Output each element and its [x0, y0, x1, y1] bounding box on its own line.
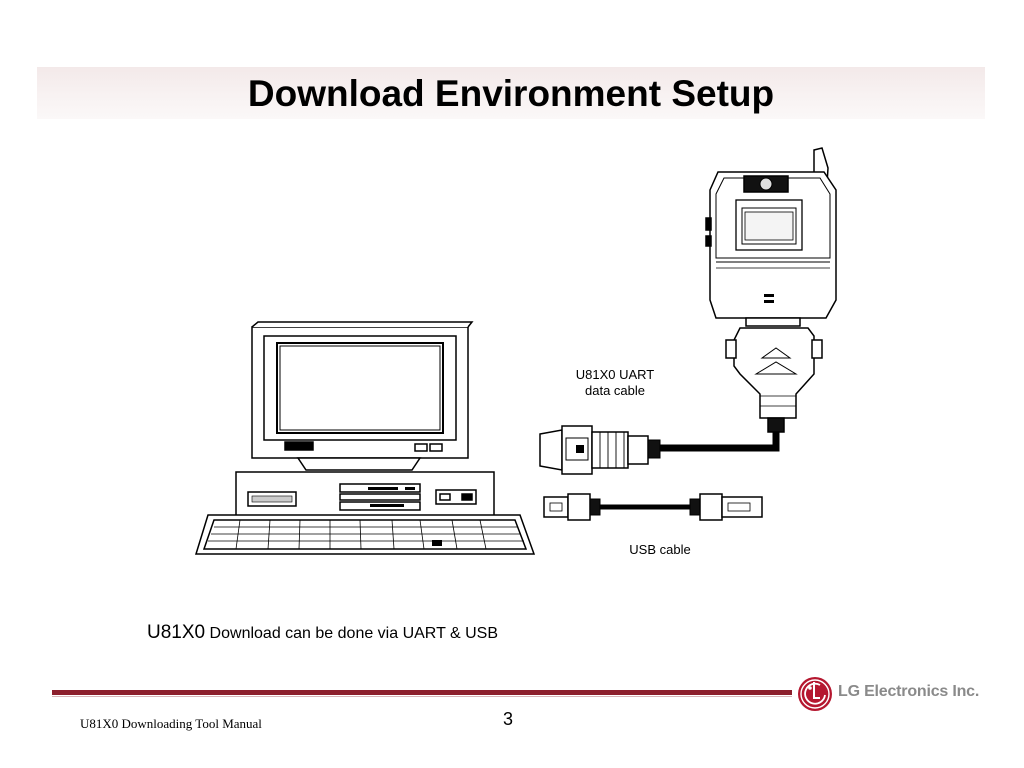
usb-cable-label: USB cable [629, 542, 691, 557]
caption-model: U81X0 [147, 622, 206, 643]
uart-cable-label: U81X0 UART data cable [560, 367, 670, 399]
lg-logo: LG Electronics Inc. [796, 674, 1006, 714]
page-number: 3 [503, 709, 514, 729]
footer-doc-title: U81X0 Downloading Tool Manual [80, 716, 262, 731]
slide-title: Download Environment Setup [247, 73, 775, 114]
lg-logo-text: LG Electronics Inc. [838, 683, 980, 700]
caption-text: Download can be done via UART & USB [205, 625, 499, 642]
computer-illustration [194, 321, 536, 555]
footer-rule [52, 690, 792, 695]
title-band: Download Environment Setup [37, 67, 985, 119]
slide-caption: U81X0 Download can be done via UART & US… [147, 622, 498, 644]
uart-label-line1: U81X0 UART [575, 367, 655, 382]
phone-illustration [705, 147, 837, 433]
footer-rule-thin [52, 696, 792, 697]
uart-cable-illustration [539, 425, 780, 475]
usb-cable-illustration [543, 493, 763, 521]
lg-logo-mark [798, 677, 832, 711]
uart-label-line2: data cable [585, 383, 645, 398]
